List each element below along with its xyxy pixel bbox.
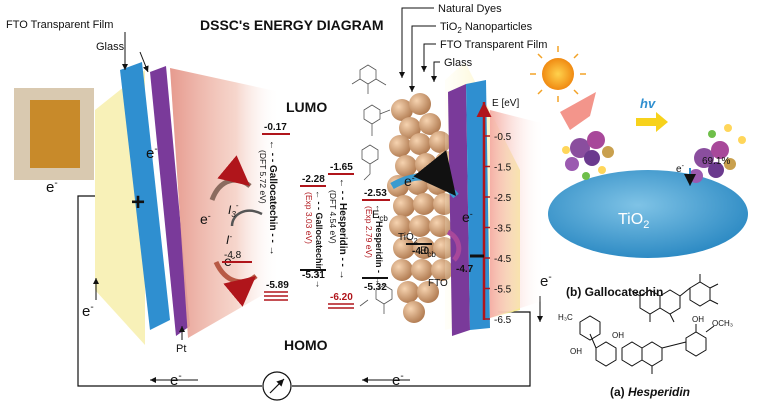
hesp-exp-lumo-value: -2.53 (364, 188, 387, 199)
galloc-exp-homo-value: -5.31 (302, 270, 325, 281)
tio2-level-value: -4.0 (412, 246, 430, 257)
diagram-title: DSSC's ENERGY DIAGRAM (200, 17, 384, 33)
fto-film-label-left: FTO Transparent Film (6, 19, 113, 31)
glass-layer-right (448, 84, 470, 336)
transfer-arrow (446, 229, 462, 262)
electron-label-5: e- (146, 144, 158, 162)
hesp-exp-homo-value: -5.32 (364, 282, 387, 293)
gallocatechin-caption: (b) Gallocatechin (566, 285, 663, 299)
hesp-exp-label: ← - Hesperidin - → (374, 204, 384, 285)
iodide-label: I- (226, 232, 232, 247)
dye-molecule-sketch (351, 64, 393, 314)
glass-layer-left (150, 66, 190, 336)
hv-arrow (636, 112, 668, 132)
ecb-label-2: Ecb (420, 245, 436, 259)
tio2-small-label: TiO2 (398, 232, 418, 245)
tio2-nanoparticles-pointer (409, 25, 436, 92)
pt-label: Pt (176, 343, 186, 355)
hesp-group-och3: OCH₃ (712, 319, 733, 328)
electron-dye-label: e- (676, 163, 685, 175)
glass-label-left: Glass (96, 41, 125, 53)
hesp-group-oh3: OH (570, 347, 582, 356)
light-beam (560, 92, 596, 130)
tio2-nanoparticles-label: TiO2 Nanoparticles (440, 21, 533, 35)
glass-pointer-right (431, 61, 440, 82)
electron-redox-1: e- (200, 211, 211, 227)
hesp-group-oh2: OH (612, 331, 624, 340)
fto-level-value: -4.7 (456, 264, 474, 275)
electrolyte-region (170, 68, 280, 338)
plus-terminal: + (131, 189, 145, 216)
hesperidin-caption: (a) Hesperidin (610, 385, 690, 399)
energy-axis-tick-label: -1.5 (494, 163, 512, 174)
energy-axis-ticks: -0.5 -1.5 -2.5 -3.5 -4.5 -5.5 -6.5 (484, 132, 512, 326)
energy-axis-tick-label: -6.5 (494, 315, 512, 326)
galloc-exp-lumo-value: -2.28 (302, 174, 325, 185)
galloc-dft-gap: (DFT 5.72 eV) (258, 150, 268, 204)
electron-label-4: e- (392, 371, 404, 389)
fto-layer-right (466, 80, 490, 330)
tio2-big-label: TiO2 (618, 211, 649, 231)
hesp-dft-lumo-value: -1.65 (330, 162, 353, 173)
electron-fto-label: e- (462, 209, 473, 225)
circuit-wire-left (77, 195, 262, 387)
percent-label: 69.1% (702, 156, 730, 167)
electron-label-3: e- (170, 371, 182, 389)
fto-film-pointer-right (421, 43, 436, 72)
hesp-dft-homo-value: -6.20 (330, 292, 353, 303)
redox-arrow-top (209, 155, 252, 201)
energy-axis-tick-label: -5.5 (494, 285, 512, 296)
galloc-dft-label: ← - - Gallocatechin - - → (267, 140, 278, 256)
dye-region-right (490, 110, 545, 318)
dye-adsorbate-right (689, 124, 746, 183)
energy-axis-tick-label: -4.5 (494, 254, 512, 265)
galloc-exp-label: ← - - Gallocatechin - → (314, 190, 324, 289)
hesp-group-h3c: H₃C (558, 313, 573, 322)
redox-cycle-arrow (230, 209, 263, 227)
hv-label: hv (640, 96, 656, 111)
natural-dyes-pointer (399, 7, 434, 78)
hesp-dft-gap: (DFT 4.54 eV) (328, 190, 338, 244)
energy-axis-tick-label: -2.5 (494, 193, 512, 204)
energy-axis-label: E [eV] (492, 98, 519, 109)
hesp-exp-gap: (Exp 2.79 eV) (364, 206, 374, 258)
gallocatechin-structure (631, 274, 719, 323)
electron-injection-label: e- (404, 173, 415, 189)
electron-label-1: e- (46, 178, 58, 196)
glass-label-right: Glass (444, 57, 473, 69)
sun-icon (542, 58, 574, 90)
circuit-wire-right (292, 311, 531, 387)
hesperidin-structure (579, 315, 715, 374)
redox-arrow-bottom (213, 260, 258, 307)
energy-axis-tick-label: -0.5 (494, 132, 512, 143)
lumo-label: LUMO (286, 99, 327, 115)
ammeter-needle (269, 378, 285, 394)
electron-label-2: e- (82, 302, 94, 320)
redox-potential: -4.8 (224, 250, 242, 261)
injection-arrow (390, 150, 459, 199)
fto-small-label: FTO (428, 278, 448, 289)
homo-label: HOMO (284, 337, 328, 353)
galloc-dft-lumo-value: -0.17 (264, 122, 287, 133)
ecb-label-1: Ecb (372, 209, 388, 223)
fto-film-label-right: FTO Transparent Film (440, 39, 547, 51)
glass-pointer-left (139, 51, 149, 73)
sun-rays-icon (530, 46, 586, 102)
natural-dyes-label: Natural Dyes (438, 3, 502, 15)
dye-film-photo (30, 100, 80, 168)
triiodide-label: I3- (228, 201, 239, 219)
tio2-particle (548, 170, 748, 258)
hesp-dft-label: ← - - Hesperidin - - → (337, 178, 348, 280)
galloc-dft-homo-value: -5.89 (266, 280, 289, 291)
fto-layer-left (120, 62, 170, 330)
hesp-group-oh1: OH (692, 315, 704, 324)
dye-adsorbate-left (562, 131, 614, 180)
energy-axis-tick-label: -3.5 (494, 224, 512, 235)
galloc-exp-gap: (Exp 3.03 eV) (304, 192, 314, 244)
